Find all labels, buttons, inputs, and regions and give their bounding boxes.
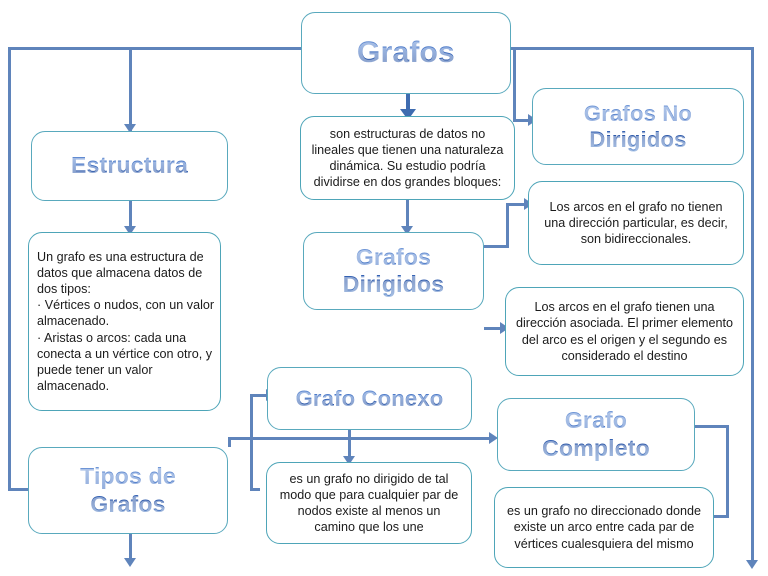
node-grafo-conexo[interactable]: Grafo Conexo (267, 367, 472, 430)
node-grafos-no-dirigidos-description-text: Los arcos en el grafo no tienen una dire… (544, 199, 728, 247)
connector-grafos-to-desc (406, 93, 410, 115)
node-grafo-conexo-description-text: es un grafo no dirigido de tal modo que … (279, 471, 459, 535)
node-grafos-no-dirigidos-label: Grafos No Dirigidos (583, 100, 693, 152)
arrowhead-into-grafo-completo (489, 432, 498, 444)
connector-desc-to-grafos-dirigidos (406, 199, 409, 232)
node-grafos-no-dirigidos[interactable]: Grafos No Dirigidos (532, 88, 744, 165)
arrowhead-estructura-to-desc (124, 226, 136, 235)
connector-dirigidos-to-desc (484, 327, 505, 330)
node-grafos-label: Grafos (357, 36, 455, 70)
node-estructura-description-text: Un grafo es una estructura de datos que … (37, 250, 215, 393)
node-estructura-label: Estructura (70, 152, 189, 179)
arrowhead-tipos-down (124, 558, 136, 567)
node-tipos-de-grafos-label: Tipos de Grafos (80, 463, 176, 517)
node-tipos-de-grafos[interactable]: Tipos de Grafos (28, 447, 228, 534)
node-grafos-description-text: son estructuras de datos no lineales que… (311, 126, 504, 190)
connector-tipos-to-conexo-v (250, 394, 253, 490)
arrowhead-conexo-to-desc (343, 456, 355, 465)
connector-into-grafos-no-dirigidos (513, 119, 533, 122)
connector-tipos-down (129, 534, 132, 562)
arrowhead-grafos-to-desc (400, 109, 416, 120)
node-grafos-dirigidos-description[interactable]: Los arcos en el grafo tienen una direcci… (505, 287, 744, 376)
connector-completo-loop-v (726, 425, 729, 518)
connector-tipos-to-conexo-stub (250, 488, 260, 491)
node-estructura[interactable]: Estructura (31, 131, 228, 201)
arrowhead-into-grafos-dirigidos (401, 226, 413, 235)
connector-completo-loop-h (695, 425, 729, 428)
connector-into-grafo-conexo (250, 394, 270, 397)
connector-left-vertical (8, 47, 11, 491)
node-grafos[interactable]: Grafos (301, 12, 511, 94)
connector-completo-loop-into-desc (700, 515, 729, 518)
node-grafos-dirigidos[interactable]: Grafos Dirigidos (303, 232, 484, 310)
arrowhead-right-bottom (746, 560, 758, 569)
connector-right-vertical (751, 47, 754, 562)
node-grafos-description[interactable]: son estructuras de datos no lineales que… (300, 116, 515, 200)
connector-into-no-dirigidos-desc (506, 203, 528, 206)
arrowhead-into-estructura (124, 124, 136, 133)
connector-conexo-to-desc (348, 430, 351, 462)
arrowhead-dirigidos-to-desc (500, 322, 509, 334)
node-grafo-completo[interactable]: Grafo Completo (497, 398, 695, 471)
connector-spine-to-estructura (129, 47, 132, 132)
node-grafo-conexo-label: Grafo Conexo (295, 385, 444, 411)
node-grafos-no-dirigidos-description[interactable]: Los arcos en el grafo no tienen una dire… (528, 181, 744, 265)
connector-spine-to-grafos-no-dirigidos (513, 47, 516, 122)
connector-dirigidos-branch-up-v (506, 203, 509, 248)
node-grafo-completo-description-text: es un grafo no direccionado donde existe… (507, 504, 701, 551)
node-grafos-dirigidos-description-text: Los arcos en el grafo tienen una direcci… (516, 300, 733, 363)
node-grafo-conexo-description[interactable]: es un grafo no dirigido de tal modo que … (266, 462, 472, 544)
node-grafo-completo-description[interactable]: es un grafo no direccionado donde existe… (494, 487, 714, 568)
node-grafo-completo-label: Grafo Completo (542, 407, 650, 461)
connector-estructura-to-desc (129, 200, 132, 232)
node-grafos-dirigidos-label: Grafos Dirigidos (342, 243, 445, 297)
node-estructura-description[interactable]: Un grafo es una estructura de datos que … (28, 232, 221, 411)
connector-dirigidos-branch-up-h (484, 245, 509, 248)
connector-tipos-to-completo-h (228, 437, 495, 440)
connector-tipos-right-stub (228, 437, 231, 447)
